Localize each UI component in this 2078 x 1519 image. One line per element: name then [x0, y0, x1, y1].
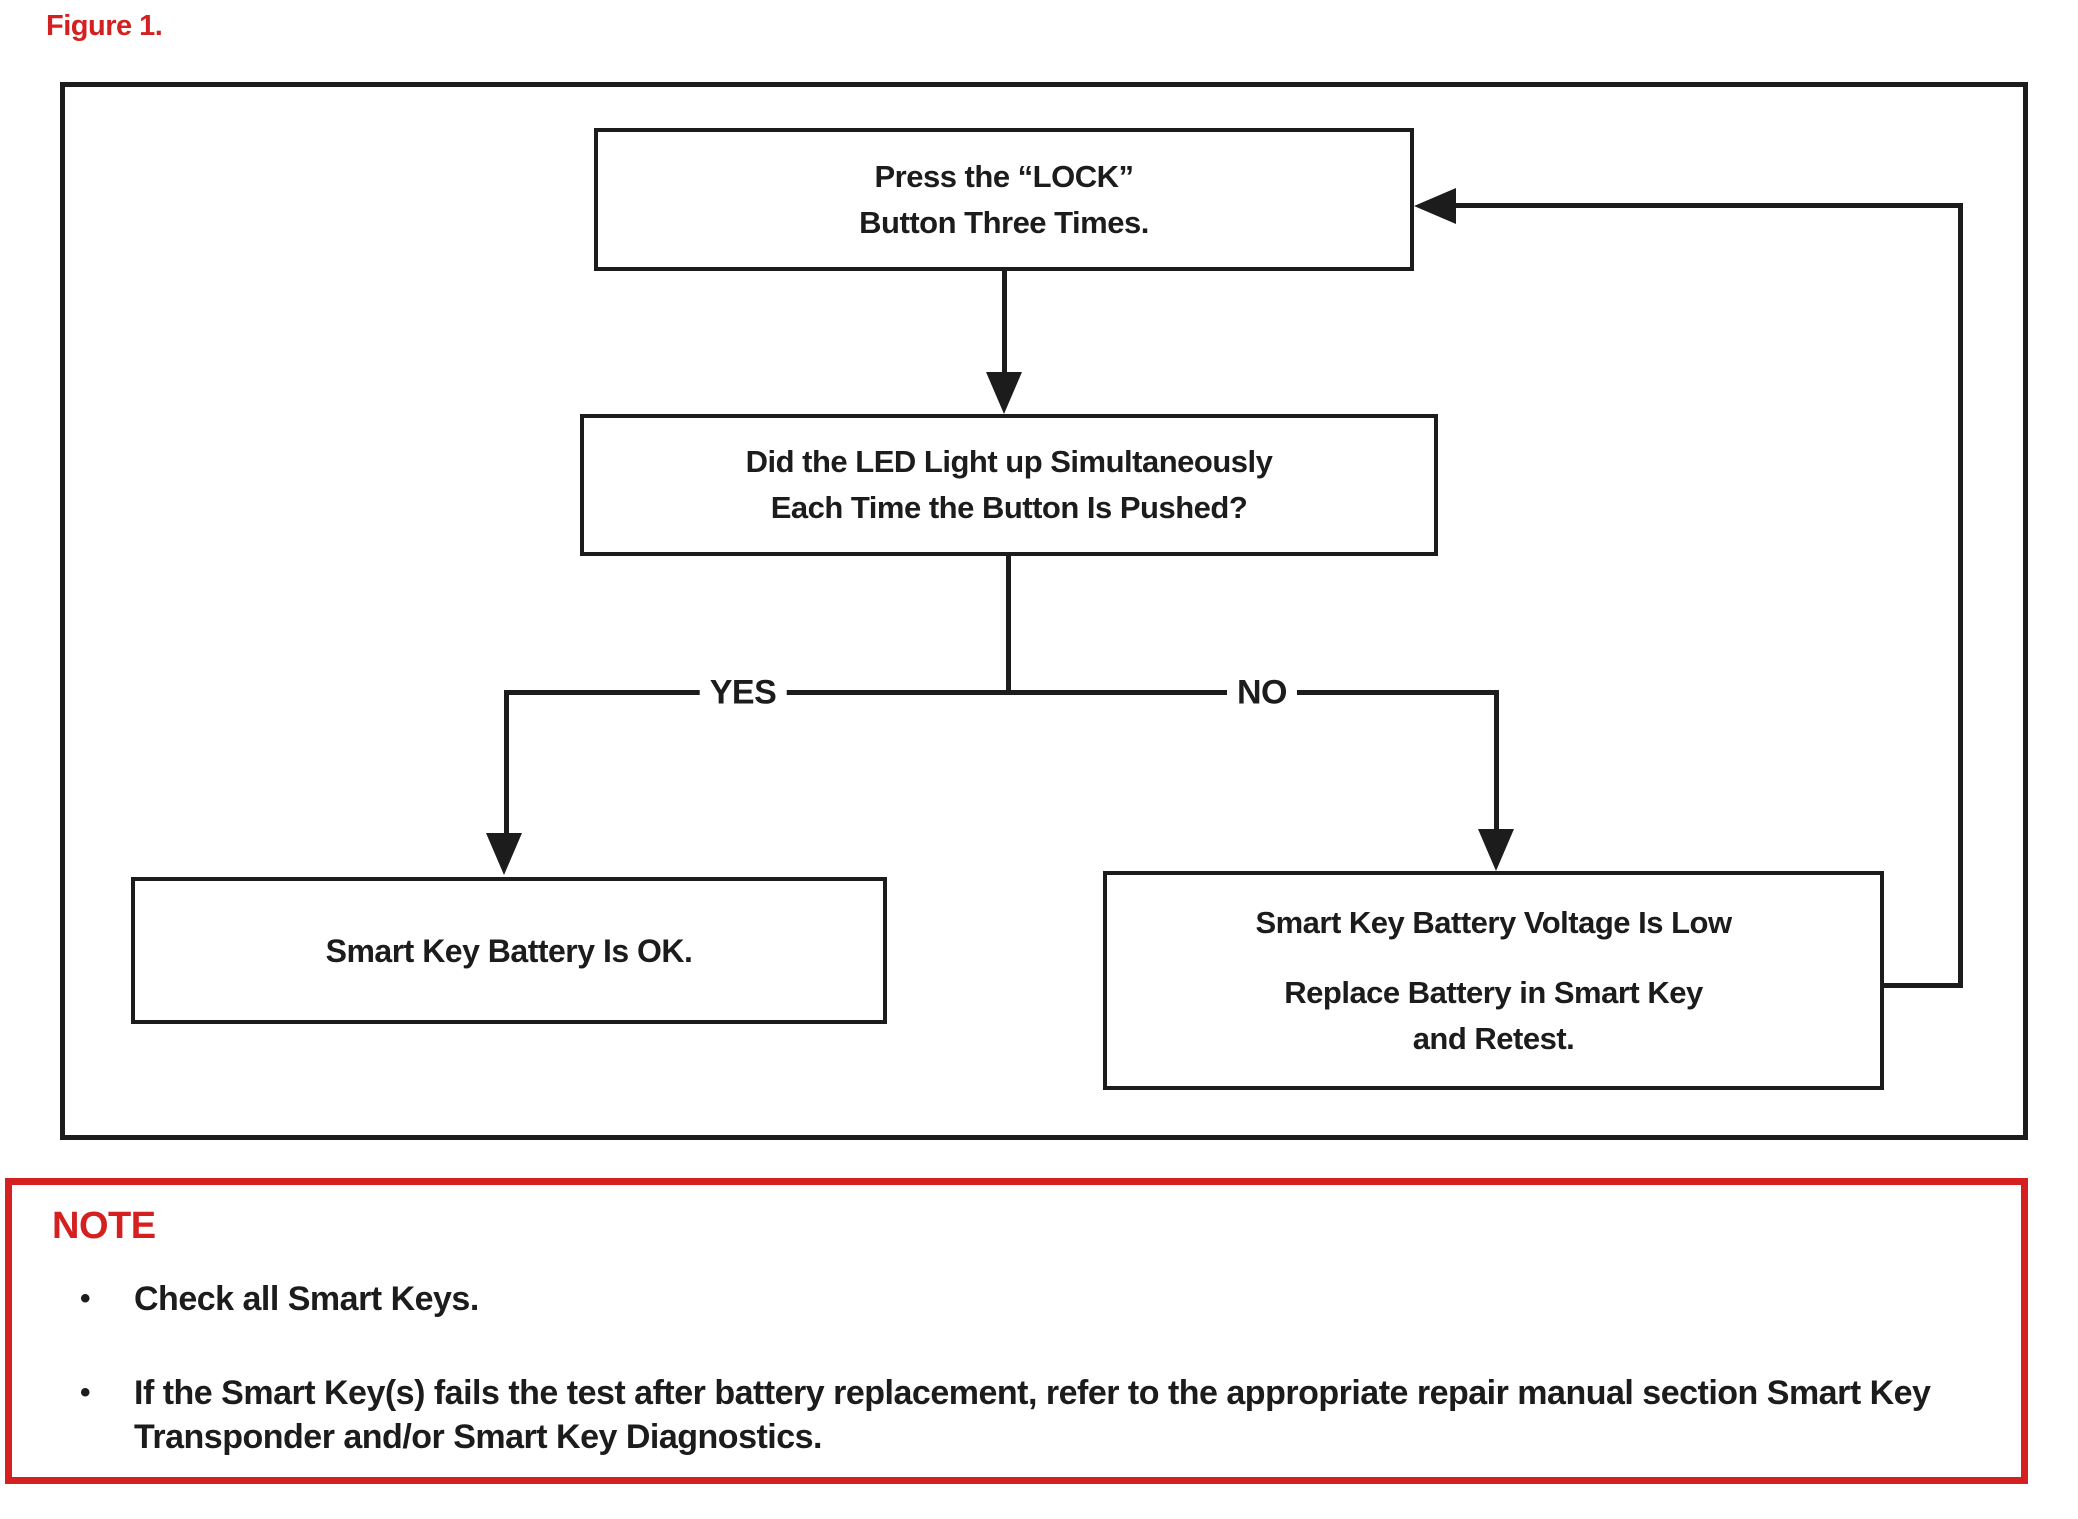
- node-text-line: Smart Key Battery Voltage Is Low: [1255, 904, 1732, 940]
- branch-label-yes: YES: [699, 673, 787, 713]
- connector-box1-to-box2: [1002, 271, 1007, 378]
- branch-label-no: NO: [1227, 673, 1297, 713]
- connector-branch-horizontal: [504, 690, 1498, 695]
- note-bullet-text: Check all Smart Keys.: [134, 1280, 479, 1318]
- arrowhead-down-icon: [986, 372, 1022, 414]
- note-bullet: • If the Smart Key(s) fails the test aft…: [80, 1371, 1934, 1459]
- bullet-dot-icon: •: [80, 1282, 91, 1315]
- connector-yes-drop: [504, 690, 509, 835]
- bullet-dot-icon: •: [80, 1376, 91, 1409]
- node-led-question: Did the LED Light up Simultaneously Each…: [580, 414, 1438, 556]
- figure-caption: Figure 1.: [46, 10, 163, 42]
- node-text-line: Each Time the Button Is Pushed?: [770, 490, 1248, 525]
- node-text-line: Press the “LOCK”: [874, 158, 1134, 194]
- connector-box2-to-branch: [1006, 556, 1011, 695]
- note-title: NOTE: [52, 1205, 156, 1247]
- node-text-line: Smart Key Battery Is OK.: [325, 932, 693, 969]
- connector-loop-top: [1452, 203, 1963, 208]
- node-text-line: Button Three Times.: [859, 204, 1149, 240]
- node-text-line: and Retest.: [1412, 1020, 1575, 1056]
- note-bullet: • Check all Smart Keys.: [80, 1277, 479, 1321]
- connector-loop-vertical: [1958, 203, 1963, 988]
- note-bullet-text: If the Smart Key(s) fails the test after…: [134, 1374, 1931, 1456]
- node-text-line: Replace Battery in Smart Key: [1284, 974, 1703, 1010]
- connector-loop-bottom: [1884, 983, 1963, 988]
- node-text-line: Did the LED Light up Simultaneously: [745, 444, 1273, 479]
- node-battery-low: Smart Key Battery Voltage Is Low Replace…: [1103, 871, 1884, 1090]
- arrowhead-down-icon: [486, 833, 522, 875]
- connector-no-drop: [1494, 690, 1499, 831]
- node-press-lock: Press the “LOCK” Button Three Times.: [594, 128, 1414, 271]
- arrowhead-down-icon: [1478, 829, 1514, 871]
- arrowhead-left-icon: [1414, 188, 1456, 224]
- note-box: NOTE • Check all Smart Keys. • If the Sm…: [5, 1178, 2028, 1484]
- node-battery-ok: Smart Key Battery Is OK.: [131, 877, 887, 1024]
